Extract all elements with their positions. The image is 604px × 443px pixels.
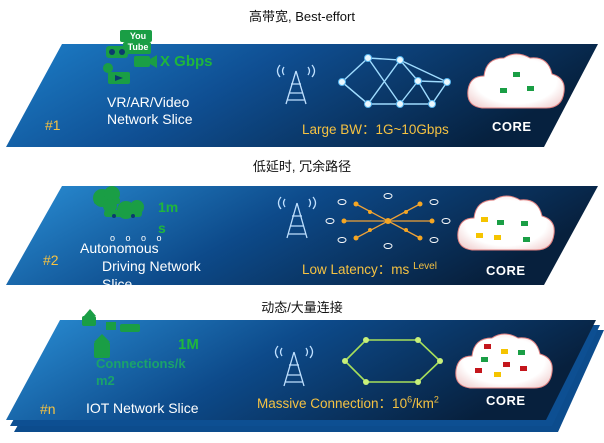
slice-3-metric-line1: 1M	[178, 336, 199, 353]
slice-1-slab	[6, 44, 598, 147]
tower-icon	[277, 196, 317, 239]
tower-icon	[276, 64, 316, 105]
slice-2-feature-main: Low Latency：ms	[302, 262, 410, 277]
youtube-logo-top: You	[129, 31, 147, 41]
slice-2-feature: Low Latency：ms Level	[302, 258, 437, 278]
slice-1-caption: 高带宽, Best-effort	[249, 9, 355, 24]
slice-3-slab	[6, 320, 596, 420]
slice-3-feature-sup: 6	[407, 394, 413, 405]
car-dots: o o o o	[110, 233, 166, 243]
slice-3-metric-line3: m2	[96, 373, 115, 388]
slice-2-name-line2: Driving Network	[102, 258, 201, 274]
slice-2-feature-suffix: Level	[413, 261, 437, 272]
cloud-core-icon	[467, 53, 565, 109]
slice-2-name-line3: Slice	[102, 276, 133, 285]
slice-1-feature: Large BW：1G~10Gbps	[302, 122, 449, 137]
youtube-logo-bottom: Tube	[127, 42, 149, 52]
tower-icon	[274, 345, 314, 387]
youtube-icon	[120, 30, 152, 54]
cloud-core-icon	[457, 195, 555, 251]
slice-1-name-line1: VR/AR/Video	[107, 94, 190, 110]
vr-headset-icon	[106, 46, 128, 58]
slice-3-metric-line2: Connections/k	[96, 356, 186, 371]
car-wheels	[112, 214, 135, 218]
slice-2-slab	[6, 186, 598, 285]
slice-3-feature-sup2: 2	[433, 394, 439, 405]
cloud-core-icon	[455, 333, 553, 389]
slice-1-number: #1	[45, 117, 61, 133]
slice-3-caption: 动态/大量连接	[261, 300, 343, 315]
slice-2-core-label: CORE	[486, 263, 526, 278]
slice-3-name: IOT Network Slice	[86, 400, 199, 416]
slice-1-core-label: CORE	[492, 119, 532, 134]
slice-3-feature: Massive Connection：106/km2	[257, 392, 439, 412]
slice-2-metric-line2: s	[158, 220, 166, 236]
slice-3-feature-tail: /km	[412, 396, 434, 411]
slice-1-metric: X Gbps	[160, 53, 213, 70]
slice-1-name-line2: Network Slice	[107, 111, 193, 127]
slice-3-core-label: CORE	[486, 393, 526, 408]
slice-3-number: #n	[40, 401, 56, 417]
slice-2-number: #2	[43, 252, 59, 268]
iot-device-icon	[82, 309, 140, 358]
slice-2-name-line1: Autonomous	[80, 240, 159, 256]
star-nodes	[341, 201, 435, 241]
slice-2-metric-line1: 1m	[158, 199, 179, 215]
hexagon-nodes	[342, 337, 443, 385]
slice-3-feature-main: Massive Connection：10	[257, 396, 408, 411]
slice-2-caption: 低延时, 冗余路径	[252, 159, 352, 174]
video-camera-icon	[134, 55, 157, 68]
star-outer-nodes	[325, 193, 451, 249]
mesh-nodes	[338, 54, 451, 108]
play-icon	[103, 63, 130, 84]
